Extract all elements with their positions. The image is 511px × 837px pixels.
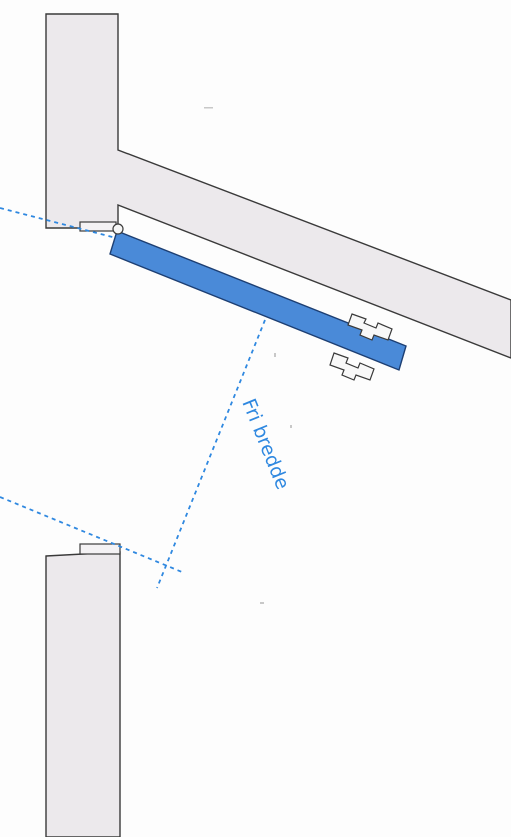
door-handle-icon bbox=[329, 313, 393, 381]
lower-wall bbox=[45, 551, 121, 837]
upper-wall bbox=[45, 13, 511, 359]
dimension-label: Fri bredde bbox=[237, 396, 293, 493]
handle-top bbox=[347, 313, 393, 341]
speck bbox=[290, 425, 292, 428]
dimension-extension-top bbox=[0, 207, 117, 239]
door-leaf bbox=[109, 230, 407, 371]
speck bbox=[274, 353, 276, 357]
hinge-icon bbox=[112, 223, 124, 235]
dimension-line bbox=[156, 319, 266, 589]
speck bbox=[260, 602, 264, 604]
handle-bottom bbox=[329, 352, 375, 381]
speck bbox=[204, 107, 213, 109]
lower-frame-strip bbox=[79, 543, 121, 555]
dimension-extension-bottom bbox=[0, 496, 183, 573]
